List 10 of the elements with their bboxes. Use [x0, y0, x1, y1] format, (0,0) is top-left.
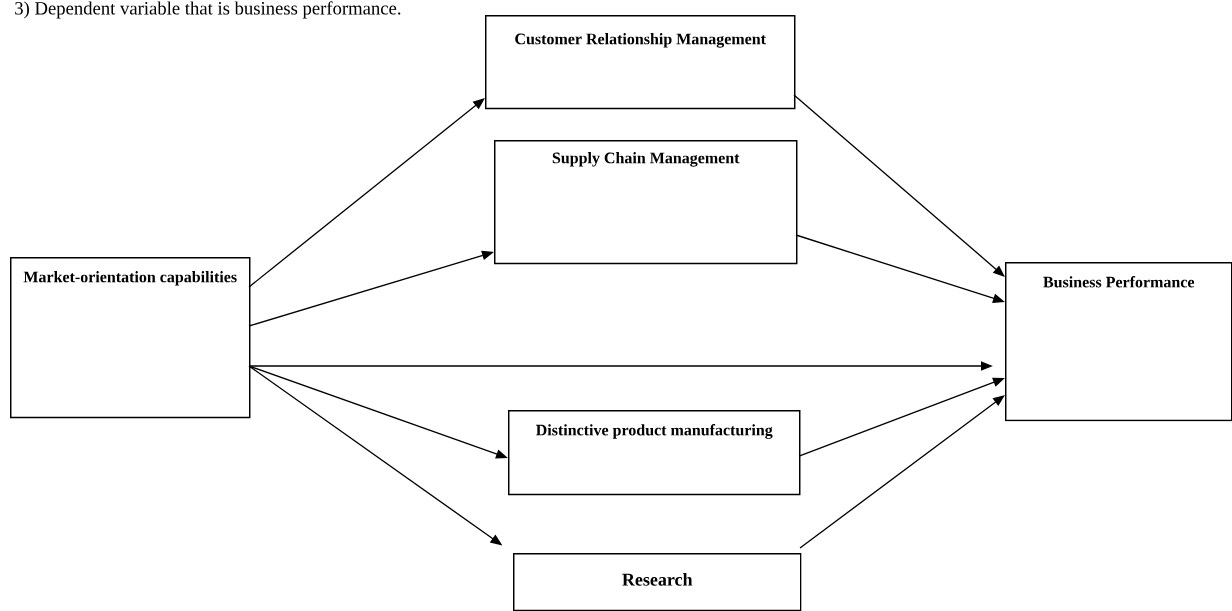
- box: Business Performance: [1005, 262, 1232, 422]
- box: Supply Chain Management: [494, 140, 798, 265]
- heading: 3) Dependent variable that is business performance.: [15, 1, 401, 19]
- arrow: [248, 98, 485, 288]
- box: Customer Relationship Management: [485, 15, 796, 110]
- arrow: [793, 94, 1005, 277]
- box: Research: [513, 553, 802, 611]
- arrow: [799, 395, 1005, 549]
- box: Market-orientation capabilities: [10, 257, 251, 419]
- box: Distinctive product manufacturing: [508, 410, 801, 496]
